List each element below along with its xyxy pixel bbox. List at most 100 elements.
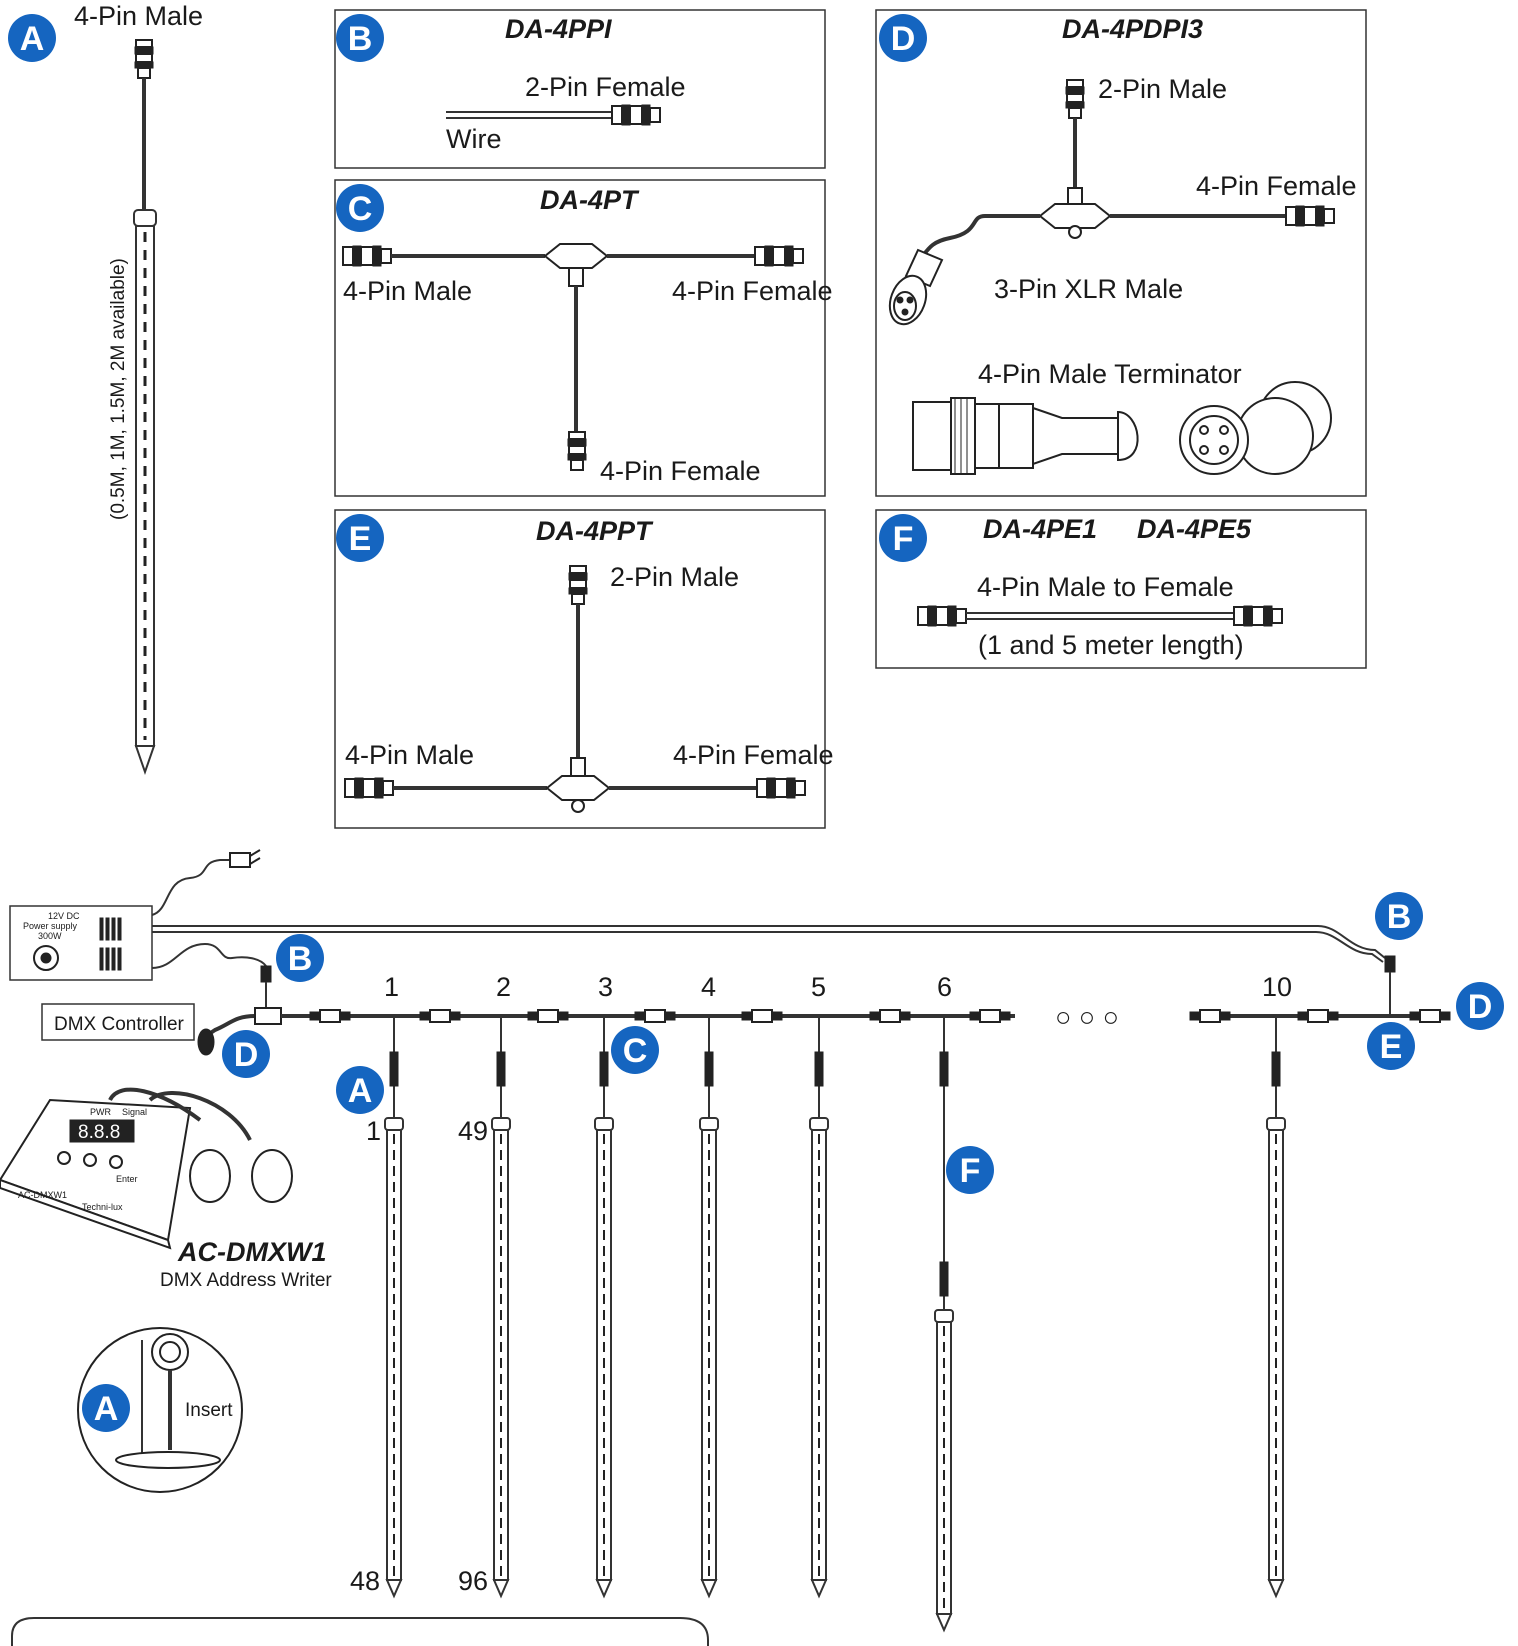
part-d-xlr-connector xyxy=(888,248,944,326)
writer-brand: Techni-lux xyxy=(82,1202,123,1212)
part-c-bottom-label: 4-Pin Female xyxy=(600,456,761,486)
part-c-tee-body xyxy=(543,243,609,269)
part-d-right-label: 4-Pin Female xyxy=(1196,171,1357,201)
badge-system-f xyxy=(946,1146,994,1194)
tube-4 xyxy=(699,1016,719,1597)
tube-5 xyxy=(809,1016,829,1597)
badge-system-e-letter: E xyxy=(1380,1028,1403,1066)
part-e-tee-ring xyxy=(571,799,585,813)
part-a-connector xyxy=(134,39,154,79)
badge-system-a-letter: A xyxy=(348,1072,373,1110)
badge-b-letter: B xyxy=(348,20,373,58)
writer-display: 8.8.8 xyxy=(78,1122,120,1143)
part-d-model: DA-4PDPI3 xyxy=(1062,14,1203,44)
psu-vent-icon xyxy=(99,917,122,971)
badge-system-a xyxy=(336,1066,384,1114)
part-b-box: B DA-4PPI 2-Pin Female Wire xyxy=(334,9,826,169)
part-e-top-connector xyxy=(568,565,588,605)
writer-side-label: AC-DMXW1 xyxy=(18,1190,67,1200)
tube-3 xyxy=(594,1016,614,1597)
psu-left-feed-wire xyxy=(151,942,267,969)
part-d-xlr-label: 3-Pin XLR Male xyxy=(994,274,1183,304)
badge-f xyxy=(879,514,927,562)
part-c-left-connector xyxy=(342,245,392,267)
tube-6 xyxy=(934,1016,954,1633)
part-f-left-connector xyxy=(917,605,967,627)
part-b-connector-label: 2-Pin Female xyxy=(525,72,686,102)
tube-2-last-pixel: 96 xyxy=(458,1566,488,1596)
part-e-left-label: 4-Pin Male xyxy=(345,740,474,770)
badge-b xyxy=(336,14,384,62)
part-d-top-connector xyxy=(1065,79,1085,119)
left-d-xlr-icon xyxy=(197,1028,215,1056)
part-e-right-connector xyxy=(756,777,806,799)
psu-label-2: Power supply xyxy=(23,921,78,931)
part-e-top-label: 2-Pin Male xyxy=(610,562,739,592)
part-c-model: DA-4PT xyxy=(540,185,640,215)
part-c-right-label: 4-Pin Female xyxy=(672,276,833,306)
writer-model: AC-DMXW1 xyxy=(177,1237,327,1267)
writer-button-2[interactable] xyxy=(83,1153,97,1167)
tube-number-2: 2 xyxy=(496,972,511,1002)
writer-xlr-male-icon xyxy=(189,1149,231,1203)
part-b-model: DA-4PPI xyxy=(505,14,612,44)
part-c-bottom-connector xyxy=(567,431,587,471)
badge-system-d-right xyxy=(1456,982,1504,1030)
part-a-length-note: (0.5M, 1M, 1.5M, 2M available) xyxy=(108,258,129,520)
part-c-right-connector xyxy=(754,245,804,267)
part-e-right-label: 4-Pin Female xyxy=(673,740,834,770)
insert-label: Insert xyxy=(185,1400,233,1421)
dmx-controller-box xyxy=(41,1003,195,1041)
badge-f-letter: F xyxy=(893,520,914,558)
part-d-tee-ring xyxy=(1068,225,1082,239)
part-e-model: DA-4PPT xyxy=(536,516,654,546)
writer-pwr-label: PWR xyxy=(90,1107,111,1117)
power-feed-wire-1 xyxy=(152,925,1386,959)
part-e-box: E DA-4PPT 2-Pin Male 4-Pin Male 4-Pin Fe… xyxy=(334,509,834,829)
power-supply xyxy=(9,905,153,981)
part-f-right-connector xyxy=(1233,605,1283,627)
tube-number-4: 4 xyxy=(701,972,716,1002)
badge-e-letter: E xyxy=(349,520,372,558)
psu-label-3: 300W xyxy=(38,931,62,941)
writer-signal-label: Signal xyxy=(122,1107,147,1117)
bus-ellipsis: ○ ○ ○ xyxy=(1055,1002,1119,1032)
tube-number-3: 3 xyxy=(598,972,613,1002)
part-e-tee-stem xyxy=(570,757,586,777)
part-a-connector-label: 4-Pin Male xyxy=(74,1,203,31)
part-d-terminator-side xyxy=(912,397,1139,475)
tube-number-10: 10 xyxy=(1262,972,1292,1002)
badge-a-letter: A xyxy=(20,20,45,58)
badge-c-letter: C xyxy=(348,190,373,228)
plug-icon xyxy=(229,849,261,868)
badge-system-b-left xyxy=(276,934,324,982)
part-a-led-tube xyxy=(133,209,157,776)
part-f-model-1: DA-4PE1 xyxy=(983,514,1097,544)
badge-system-b-left-letter: B xyxy=(288,940,313,978)
writer-button-1[interactable] xyxy=(57,1151,71,1165)
writer-button-3[interactable] xyxy=(109,1155,123,1169)
tube-2 xyxy=(491,1016,511,1597)
badge-system-c-letter: C xyxy=(623,1032,648,1070)
psu-label-1: 12V DC xyxy=(48,911,80,921)
left-d-xlr-cable xyxy=(204,1014,256,1038)
writer-enter-label: Enter xyxy=(116,1174,138,1184)
badge-system-e xyxy=(1367,1022,1415,1070)
part-d-xlr-cable xyxy=(916,214,1040,264)
tube-number-1: 1 xyxy=(384,972,399,1002)
badge-d xyxy=(879,14,927,62)
power-feed-wire-2 xyxy=(152,931,1384,963)
part-c-tee-stem xyxy=(568,267,584,287)
part-d-terminator-label: 4-Pin Male Terminator xyxy=(978,359,1242,389)
tube-number-6: 6 xyxy=(937,972,952,1002)
badge-insert-a xyxy=(82,1384,130,1432)
part-d-tee-body xyxy=(1038,203,1112,229)
writer-xlr-female-icon xyxy=(251,1149,293,1203)
badge-e xyxy=(336,514,384,562)
left-b-connector xyxy=(260,965,272,983)
part-f-model-2: DA-4PE5 xyxy=(1137,514,1252,544)
dmx-address-writer: 8.8.8 PWR Signal Enter AC-DMXW1 Techni-l… xyxy=(0,1087,332,1291)
part-f-desc: 4-Pin Male to Female xyxy=(977,572,1234,602)
badge-system-f-letter: F xyxy=(960,1152,981,1190)
